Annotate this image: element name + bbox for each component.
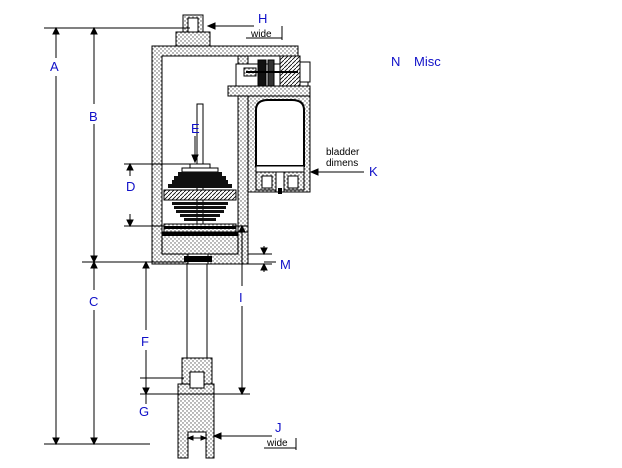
dimension-lines bbox=[44, 22, 364, 450]
label-d: D bbox=[126, 179, 136, 194]
bottom-eyelet bbox=[177, 393, 215, 459]
label-e: E bbox=[191, 121, 200, 136]
label-m: M bbox=[280, 257, 291, 272]
h-wide-note: wide bbox=[251, 29, 272, 40]
j-wide-note: wide bbox=[267, 438, 288, 449]
label-misc: Misc bbox=[414, 54, 441, 69]
label-b: B bbox=[89, 109, 98, 124]
shock-shaft bbox=[177, 263, 215, 395]
label-c: C bbox=[89, 294, 99, 309]
shock-body bbox=[151, 45, 299, 265]
k-note-bladder: bladder bbox=[326, 147, 360, 158]
k-note-dimens: dimens bbox=[326, 158, 359, 169]
label-j: J bbox=[275, 420, 282, 435]
piston-shim-stack bbox=[161, 103, 239, 265]
label-n: N bbox=[391, 54, 401, 69]
label-a: A bbox=[50, 59, 59, 74]
label-i: I bbox=[239, 290, 243, 305]
top-eyelet bbox=[175, 14, 211, 47]
label-k: K bbox=[369, 164, 378, 179]
label-f: F bbox=[141, 334, 149, 349]
reservoir-valve bbox=[227, 55, 311, 97]
bladder-reservoir bbox=[247, 95, 311, 194]
label-h: H bbox=[258, 11, 268, 26]
label-g: G bbox=[139, 404, 150, 419]
